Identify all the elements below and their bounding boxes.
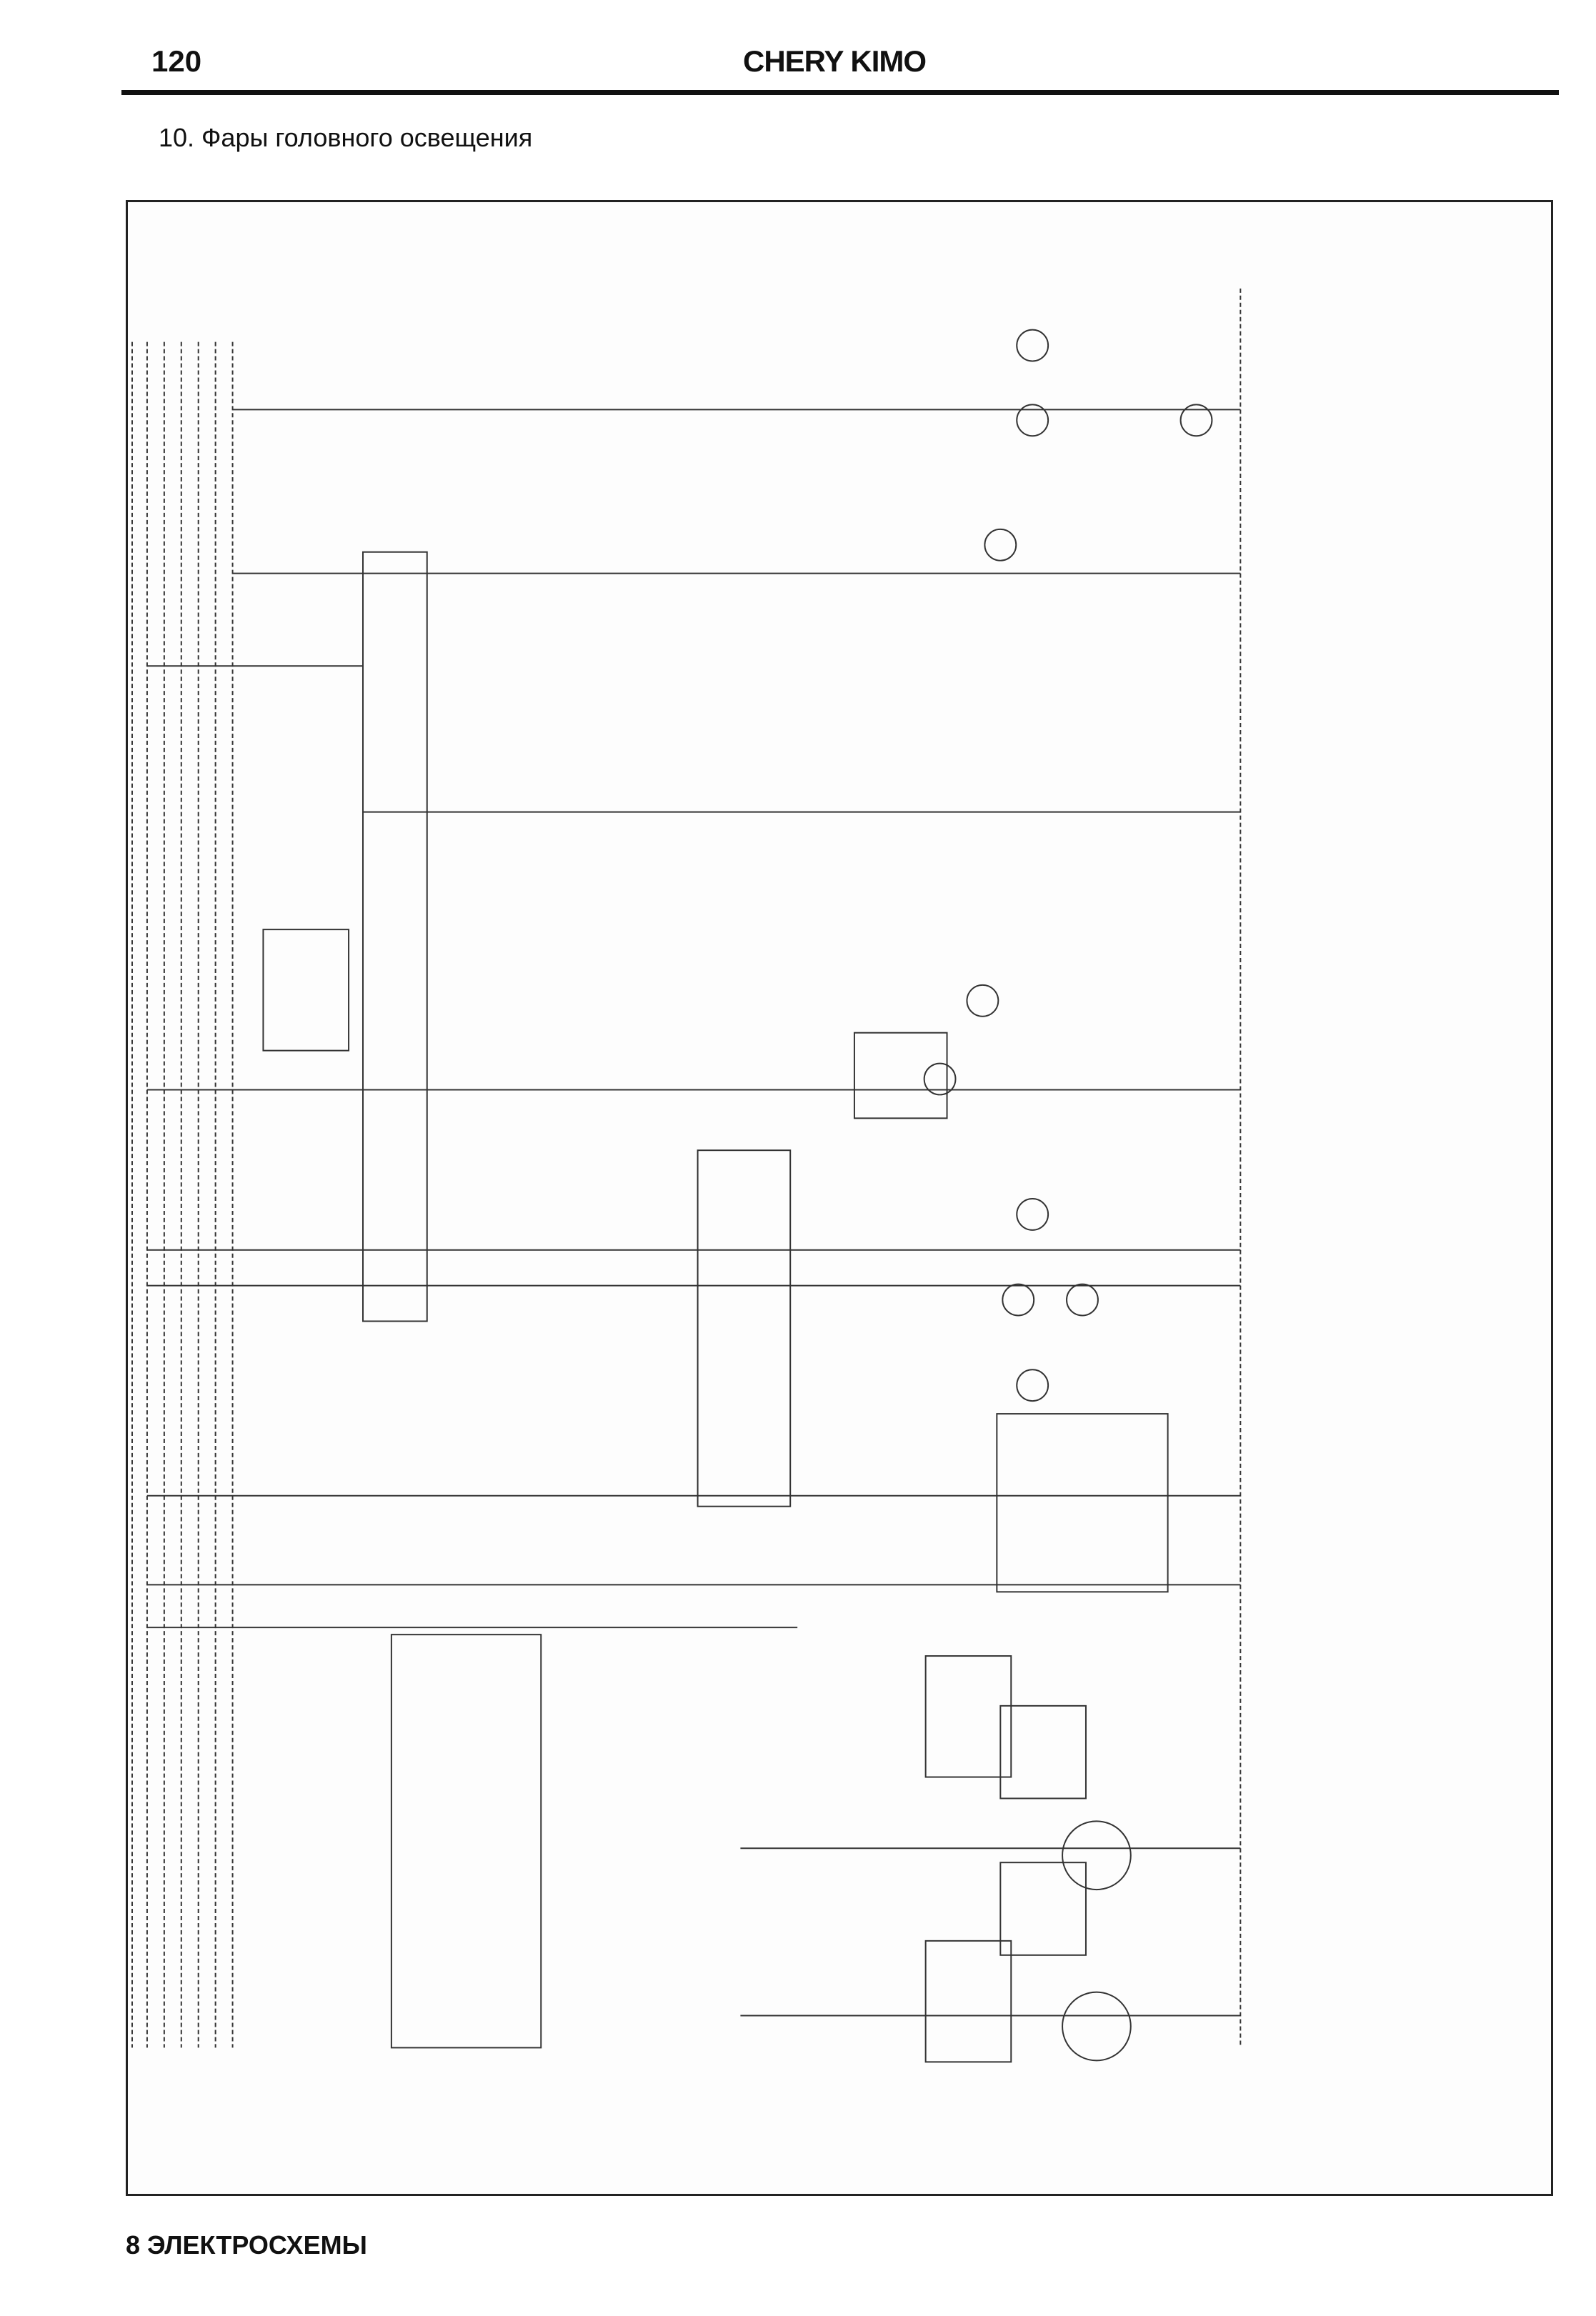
document-title: CHERY KIMO <box>743 44 927 78</box>
horizontal-wires <box>146 409 1241 2017</box>
wiring-diagram <box>126 200 1553 2196</box>
dimmer-box <box>996 1413 1169 1593</box>
dip-relay <box>924 1940 1012 2063</box>
headlight-relay <box>924 1655 1012 1778</box>
rear-fog-relay <box>853 1032 948 1119</box>
front-fog-relay <box>262 929 350 1052</box>
indicator-panel-upper <box>999 1862 1087 1956</box>
wiring-diagram-drawing <box>131 288 1242 2063</box>
indicator-panel-lower <box>999 1704 1087 1800</box>
lighting-switch-table <box>697 1149 792 1507</box>
header-rule <box>121 90 1559 95</box>
light-switch-table <box>362 551 428 1322</box>
chapter-footer: 8 ЭЛЕКТРОСХЕМЫ <box>126 2230 367 2260</box>
column-switch-table <box>390 1634 542 2049</box>
section-title: 10. Фары головного освещения <box>159 123 533 152</box>
power-rails <box>131 341 234 2048</box>
page-number: 120 <box>151 44 202 78</box>
lamp-symbols <box>923 329 1213 2062</box>
